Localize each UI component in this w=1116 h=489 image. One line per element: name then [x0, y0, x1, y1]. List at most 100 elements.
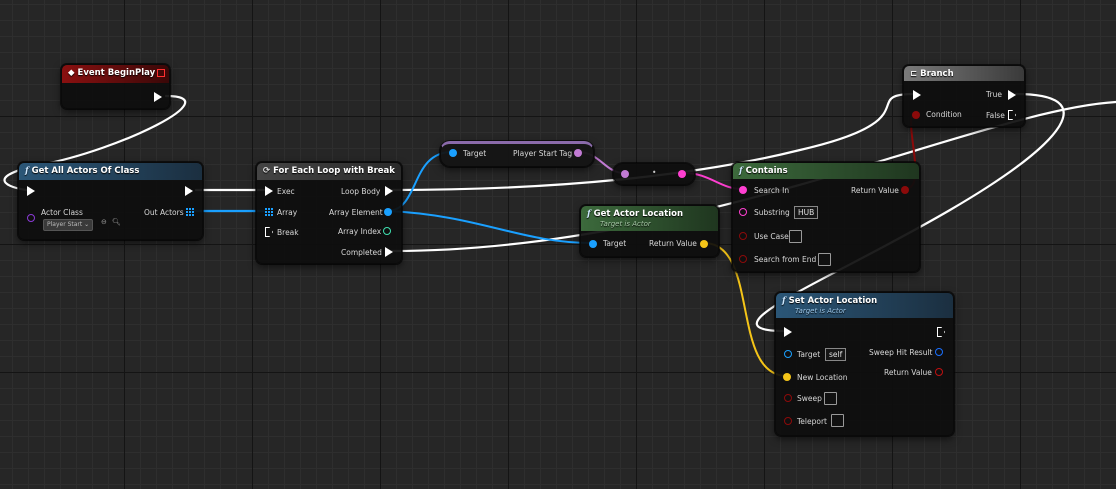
- out-actors-label: Out Actors: [144, 208, 184, 217]
- sweep-hit-label: Sweep Hit Result: [869, 348, 933, 357]
- return-value-label: Return Value: [649, 239, 697, 248]
- true-label: True: [986, 90, 1002, 99]
- use-case-pin[interactable]: [739, 232, 747, 240]
- array-pin[interactable]: [265, 208, 273, 216]
- completed-pin[interactable]: [385, 247, 393, 257]
- wire-getloc-newloc: [703, 242, 788, 377]
- teleport-pin[interactable]: [784, 417, 792, 425]
- exec-out-pin[interactable]: [154, 92, 162, 102]
- condition-label: Condition: [926, 110, 962, 119]
- sweep-checkbox[interactable]: [824, 392, 837, 405]
- node-event-beginplay[interactable]: ◆ Event BeginPlay: [61, 64, 170, 109]
- exec-out-pin[interactable]: [937, 327, 945, 337]
- target-pin[interactable]: [589, 240, 597, 248]
- node-for-each-loop[interactable]: ⟳ For Each Loop with Break Exec Array Br…: [256, 162, 402, 264]
- node-title: Get All Actors Of Class: [31, 166, 140, 176]
- node-branch[interactable]: ⊏ Branch True Condition False: [903, 65, 1025, 127]
- target-pin[interactable]: [449, 149, 457, 157]
- teleport-checkbox[interactable]: [831, 414, 844, 427]
- substring-label: Substring: [754, 208, 790, 217]
- array-element-label: Array Element: [329, 208, 383, 217]
- function-icon: f: [587, 209, 591, 219]
- exec-in-pin[interactable]: [784, 327, 792, 337]
- wire-exec-beginplay: [3, 94, 187, 192]
- use-case-checkbox[interactable]: [789, 230, 802, 243]
- search-from-end-checkbox[interactable]: [818, 253, 831, 266]
- event-icon: ◆: [68, 68, 75, 78]
- use-case-label: Use Case: [754, 232, 789, 241]
- delegate-pin[interactable]: [157, 69, 165, 77]
- substring-pin[interactable]: [739, 208, 747, 216]
- conversion-in-pin[interactable]: [621, 170, 629, 178]
- break-pin[interactable]: [265, 227, 273, 237]
- exec-in-pin[interactable]: [913, 90, 921, 100]
- function-icon: f: [782, 296, 786, 306]
- new-location-pin[interactable]: [783, 373, 791, 381]
- node-title: Get Actor Location: [593, 209, 684, 219]
- player-start-tag-pin[interactable]: [574, 149, 582, 157]
- branch-icon: ⊏: [910, 69, 918, 79]
- target-pin[interactable]: [784, 350, 792, 358]
- sweep-pin[interactable]: [784, 394, 792, 402]
- chevron-down-icon: ⌄: [84, 221, 90, 228]
- search-in-pin[interactable]: [739, 186, 747, 194]
- array-label: Array: [277, 208, 298, 217]
- target-label: Target: [797, 350, 821, 359]
- node-title: Event BeginPlay: [77, 68, 156, 78]
- condition-pin[interactable]: [912, 111, 920, 119]
- loop-icon: ⟳: [263, 166, 271, 176]
- target-field[interactable]: self: [825, 348, 847, 361]
- search-icon[interactable]: 🔍︎: [112, 218, 121, 226]
- substring-field[interactable]: HUB: [794, 206, 819, 219]
- search-from-end-pin[interactable]: [739, 255, 747, 263]
- out-actors-pin[interactable]: [186, 208, 194, 216]
- node-subtitle: Target is Actor: [600, 220, 651, 228]
- loop-body-label: Loop Body: [341, 187, 381, 196]
- loop-body-pin[interactable]: [385, 186, 393, 196]
- target-label: Target: [603, 239, 627, 248]
- return-value-pin[interactable]: [901, 186, 909, 194]
- search-in-label: Search In: [754, 186, 790, 195]
- false-pin[interactable]: [1008, 110, 1016, 120]
- actor-class-label: Actor Class: [41, 208, 83, 217]
- node-title: For Each Loop with Break: [273, 166, 395, 176]
- browse-icon[interactable]: ⊖: [101, 218, 107, 226]
- wire-exec-true-setactor: [755, 92, 1065, 333]
- function-icon: f: [739, 166, 743, 176]
- node-title: Contains: [745, 166, 788, 176]
- search-from-end-label: Search from End: [754, 255, 817, 264]
- array-index-pin[interactable]: [383, 227, 391, 235]
- array-element-pin[interactable]: [384, 208, 392, 216]
- wire-exec-loopbody-branch: [390, 92, 914, 192]
- node-subtitle: Target is Actor: [795, 307, 846, 315]
- node-title: Branch: [920, 69, 954, 79]
- conversion-out-pin[interactable]: [678, 170, 686, 178]
- completed-label: Completed: [341, 248, 382, 257]
- return-value-pin[interactable]: [935, 368, 943, 376]
- exec-out-pin[interactable]: [185, 186, 193, 196]
- player-start-tag-label: Player Start Tag: [513, 149, 573, 158]
- sweep-hit-pin[interactable]: [935, 348, 943, 356]
- teleport-label: Teleport: [797, 417, 827, 426]
- function-icon: f: [25, 166, 29, 176]
- exec-in-pin[interactable]: [27, 186, 35, 196]
- node-player-start-tag[interactable]: Target Player Start Tag: [440, 141, 594, 167]
- true-pin[interactable]: [1008, 90, 1016, 100]
- conversion-symbol: •: [652, 168, 657, 177]
- return-value-label: Return Value: [851, 186, 899, 195]
- node-conversion[interactable]: •: [613, 163, 695, 185]
- actor-class-pin[interactable]: [27, 214, 35, 222]
- wire-element-getloc: [386, 210, 593, 244]
- sweep-label: Sweep: [797, 394, 822, 403]
- actor-class-value: Player Start: [47, 221, 83, 228]
- break-label: Break: [277, 228, 299, 237]
- actor-class-dropdown[interactable]: Player Start ⌄: [43, 219, 94, 231]
- exec-in-pin[interactable]: [265, 186, 273, 196]
- false-label: False: [986, 111, 1005, 120]
- return-value-pin[interactable]: [700, 240, 708, 248]
- array-index-label: Array Index: [338, 227, 382, 236]
